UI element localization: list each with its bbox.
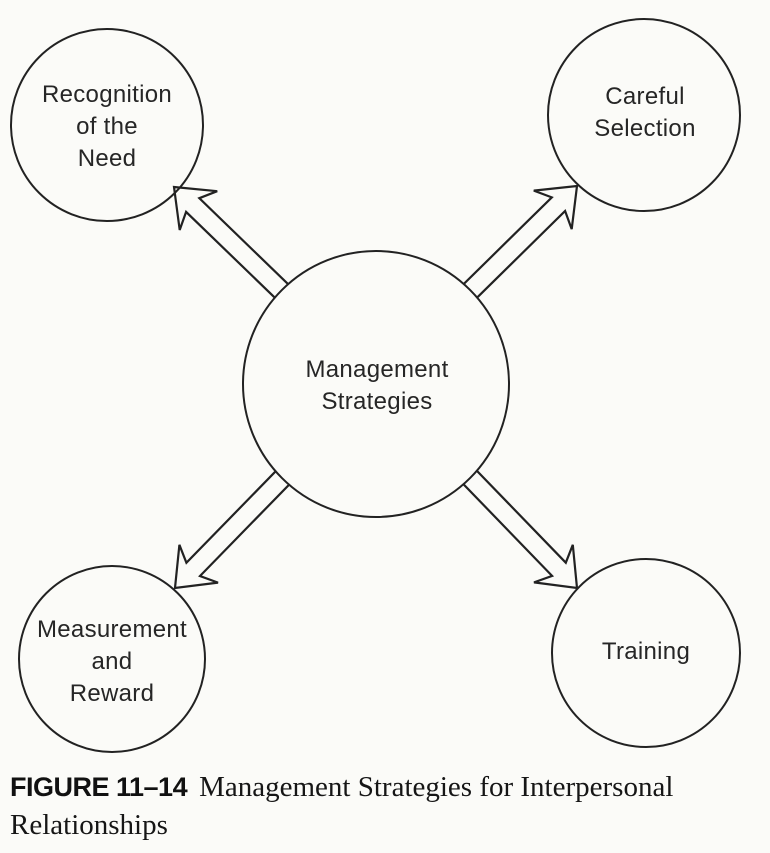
arrow-to-recognition-of-the-need <box>172 185 304 313</box>
circle-management-strategies <box>242 250 510 518</box>
diagram-canvas <box>10 18 741 753</box>
arrow-to-measurement-and-reward <box>173 455 305 590</box>
circle-measurement-and-reward <box>18 565 206 753</box>
figure-caption-title: Management Strategies for Interpersonal … <box>10 771 674 841</box>
circle-training <box>551 558 741 748</box>
circle-recognition-of-the-need <box>10 28 204 222</box>
arrow-to-training <box>451 458 579 590</box>
figure-caption-number: FIGURE 11–14 <box>10 772 188 802</box>
arrow-to-careful-selection <box>449 184 579 312</box>
circle-careful-selection <box>547 18 741 212</box>
